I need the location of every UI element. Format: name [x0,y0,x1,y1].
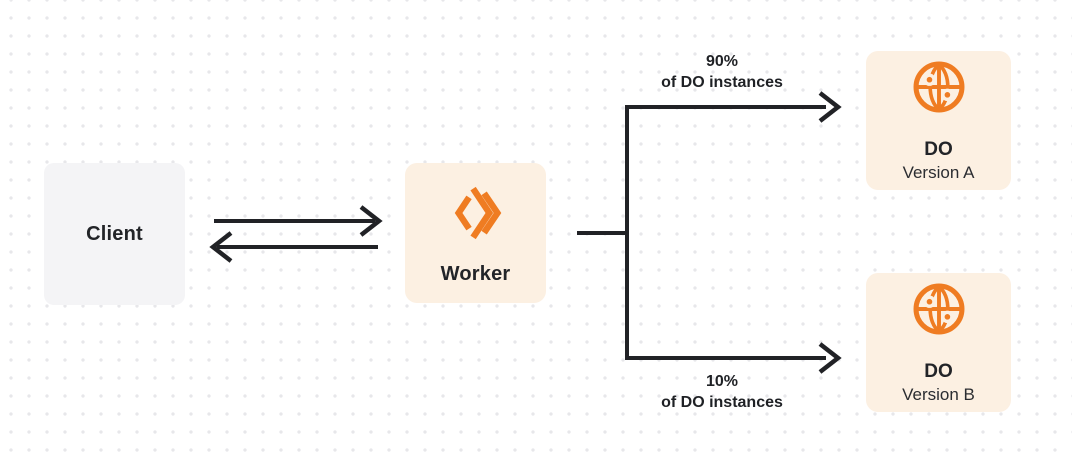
do-version-b-title: DO [924,360,953,382]
durable-object-globe-icon [913,283,964,334]
do-version-a-node: DO Version A [866,51,1011,190]
split-bottom-caption: of DO instances [661,394,783,411]
client-node: Client [44,163,185,305]
client-node-label: Client [86,222,143,245]
do-version-a-title: DO [924,138,953,160]
split-top-percent: 90% [705,53,739,70]
split-bottom-percent: 10% [705,373,739,390]
split-bottom-arrowhead-icon [818,342,842,374]
split-bottom-label: 10% of DO instances [622,371,822,413]
split-bottom-branch-line [625,233,826,360]
worker-node: Worker [405,163,546,303]
durable-object-globe-icon [913,61,964,112]
worker-node-label: Worker [440,262,511,285]
do-version-a-subtitle: Version A [902,162,975,182]
split-top-branch-line [625,105,826,358]
client-to-worker-arrowhead-icon [359,205,383,237]
split-top-arrowhead-icon [818,91,842,123]
split-top-caption: of DO instances [661,74,783,91]
do-version-b-node: DO Version B [866,273,1011,412]
worker-to-client-arrowhead-icon [209,231,233,263]
do-version-b-subtitle: Version B [902,384,975,404]
split-top-label: 90% of DO instances [622,51,822,93]
cloudflare-workers-icon [454,186,501,239]
